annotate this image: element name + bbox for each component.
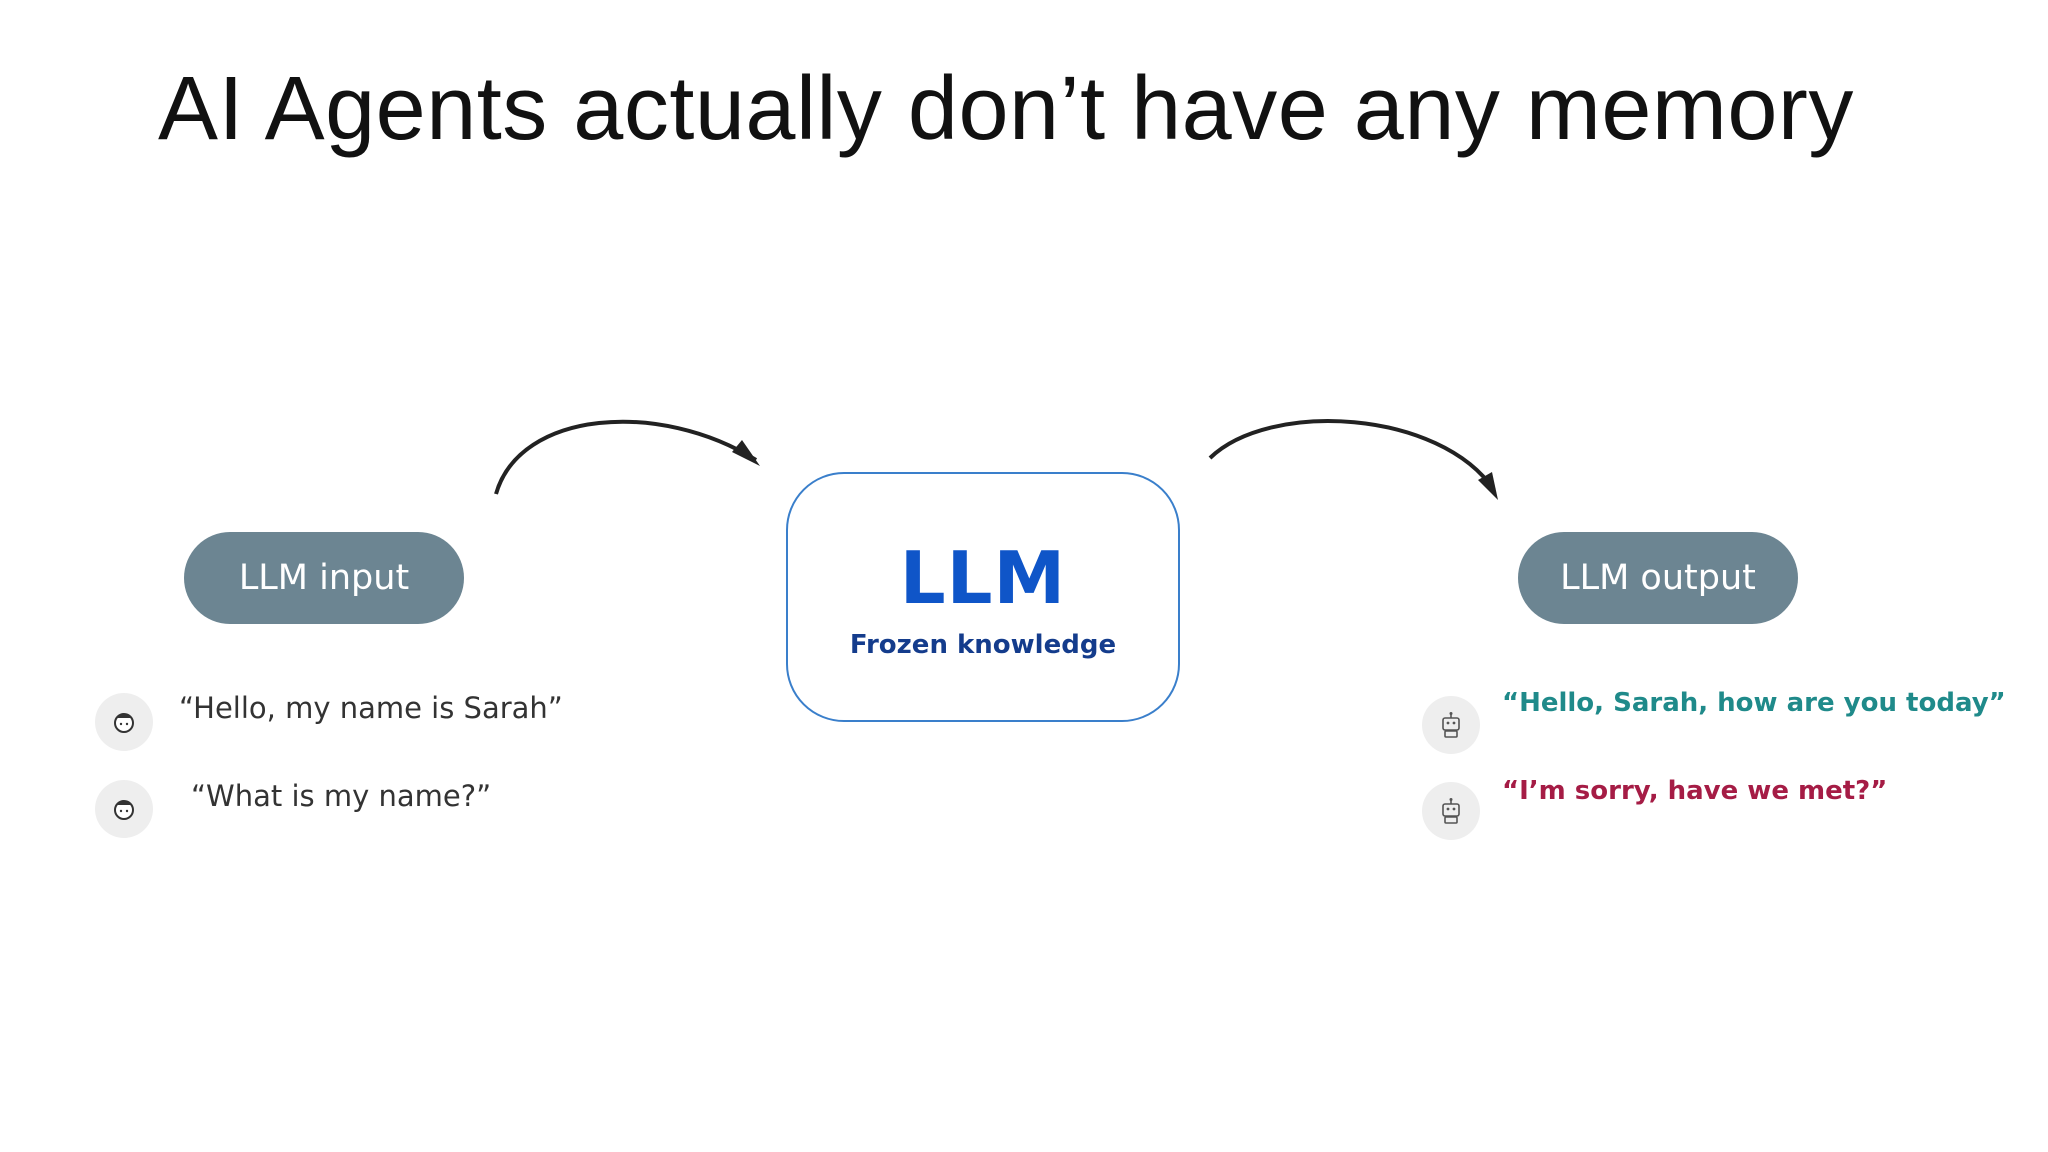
input-message-1: “Hello, my name is Sarah”: [179, 691, 563, 725]
input-to-llm-arrow: [494, 419, 758, 495]
llm-output-label: LLM output: [1518, 532, 1798, 624]
llm-to-output-arrow: [1208, 419, 1496, 492]
llm-subtitle: Frozen knowledge: [849, 630, 1117, 660]
llm-title: LLM: [899, 536, 1067, 620]
output-message-1: “Hello, Sarah, how are you today”: [1502, 688, 2006, 718]
llm-input-label: LLM input: [184, 532, 464, 624]
input-to-llm-arrowhead: [732, 440, 760, 466]
user-face-icon: [95, 693, 153, 751]
slide-title: AI Agents actually don’t have any memory: [158, 59, 1854, 159]
llm-box: LLM Frozen knowledge: [786, 472, 1180, 722]
output-message-2: “I’m sorry, have we met?”: [1502, 776, 1888, 806]
llm-to-output-arrowhead: [1478, 472, 1498, 500]
robot-icon: [1422, 696, 1480, 754]
input-message-2: “What is my name?”: [191, 779, 492, 813]
robot-icon: [1422, 782, 1480, 840]
user-face-icon: [95, 780, 153, 838]
